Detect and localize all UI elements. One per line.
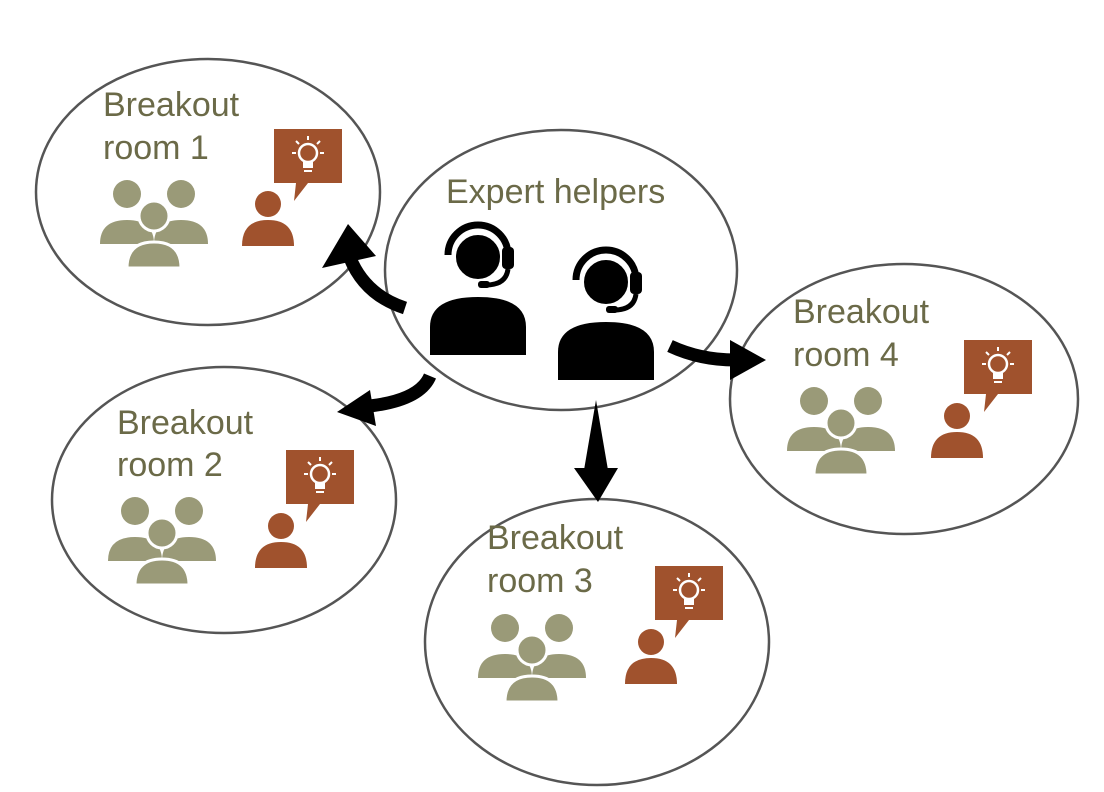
room-3-label-line-2: room 3 (487, 562, 593, 600)
lightbulb-speech-bubble-icon (272, 127, 344, 203)
hub-circle (383, 128, 739, 412)
hub-label: Expert helpers (446, 173, 665, 211)
lightbulb-speech-bubble-icon (284, 448, 356, 524)
headset-person-icon (430, 225, 526, 355)
headset-person-icon (558, 250, 654, 380)
arrow-to-room-2 (337, 372, 436, 426)
arrow-to-room-1 (322, 224, 408, 315)
room-1-label-line-1: Breakout (103, 86, 240, 124)
room-2-label-line-2: room 2 (117, 446, 223, 484)
room-1-label-line-2: room 1 (103, 129, 209, 167)
room-2-circle (50, 365, 398, 635)
person-icon (625, 629, 677, 684)
room-3-label-line-1: Breakout (487, 519, 624, 557)
people-group-icon (98, 178, 210, 270)
room-1-circle (34, 57, 382, 327)
room-2-label-line-1: Breakout (117, 404, 254, 442)
arrow-to-room-3 (574, 400, 618, 502)
person-icon (242, 191, 294, 246)
room-4-label-line-2: room 4 (793, 336, 899, 374)
arrow-to-room-4 (667, 340, 766, 380)
lightbulb-speech-bubble-icon (962, 338, 1034, 414)
people-group-icon (476, 612, 588, 704)
person-icon (931, 403, 983, 458)
room-4-label-line-1: Breakout (793, 293, 930, 331)
person-icon (255, 513, 307, 568)
people-group-icon (785, 385, 897, 477)
room-4-circle (728, 262, 1080, 536)
lightbulb-speech-bubble-icon (653, 564, 725, 640)
people-group-icon (106, 495, 218, 587)
